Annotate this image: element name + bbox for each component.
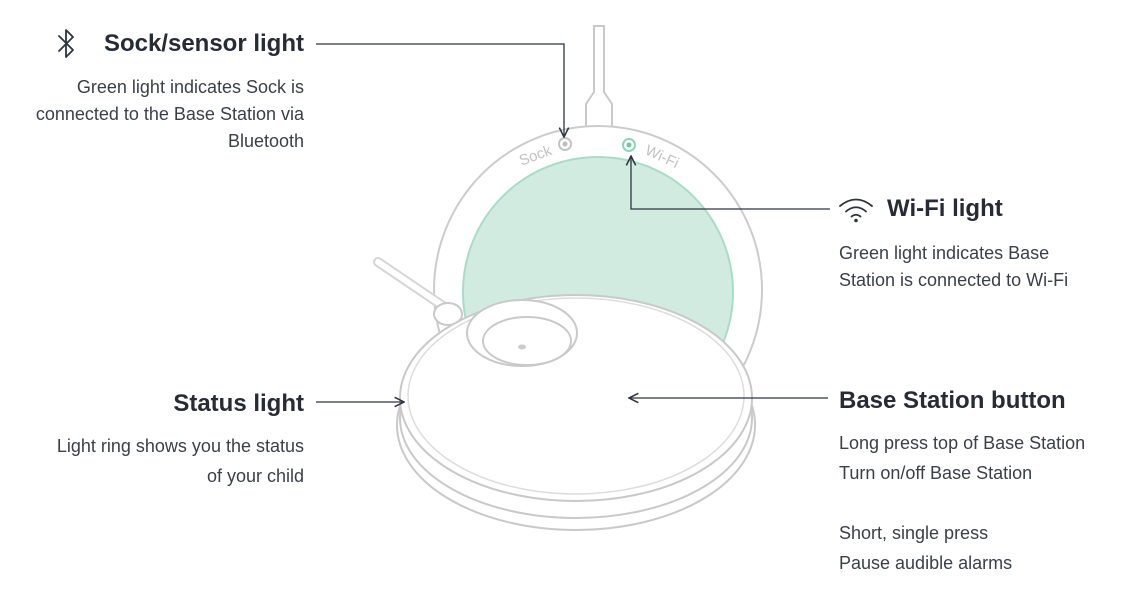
wifi-indicator-light [622,138,636,152]
sock-indicator-light [558,137,572,151]
sock-sensor-desc-line: Green light indicates Sock is [76,77,304,97]
button-desc-line: Pause audible alarms [839,553,1013,573]
wifi-icon [839,198,873,223]
status-desc-line: of your child [206,466,304,486]
button-desc-line: Turn on/off Base Station [839,463,1033,483]
wifi-leader-line [631,156,830,210]
button-description: Long press top of Base Station Turn on/o… [839,428,1085,578]
sock-sensor-desc-line: Bluetooth [227,131,304,151]
button-desc-line: Short, single press [839,523,989,543]
wifi-heading: Wi-Fi light [887,195,1003,222]
button-desc-spacer [839,488,1085,518]
sock-cable [373,257,463,326]
wifi-description: Green light indicates Base Station is co… [839,240,1068,294]
bluetooth-icon [58,29,74,58]
sock-sensor-heading: Sock/sensor light [103,30,304,57]
status-desc-line: Light ring shows you the status [56,436,304,456]
sock-leader-line [316,43,564,137]
button-desc-line: Long press top of Base Station [839,433,1086,453]
wifi-desc-line: Green light indicates Base [839,243,1050,263]
wifi-desc-line: Station is connected to Wi-Fi [839,270,1069,290]
sock-sensor-description: Green light indicates Sock is connected … [36,74,304,155]
top-cable [585,25,613,131]
status-description: Light ring shows you the status of your … [57,431,304,491]
sock-cradle [466,299,578,367]
status-heading: Status light [173,390,304,417]
button-heading: Base Station button [839,387,1066,414]
sock-sensor-desc-line: connected to the Base Station via [35,104,304,124]
